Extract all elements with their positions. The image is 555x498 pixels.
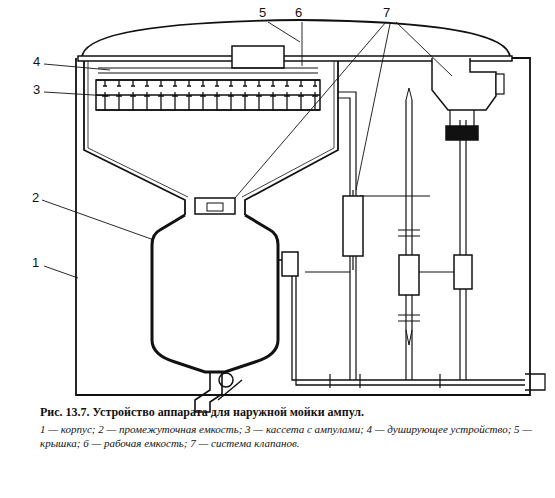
ampoule-cassette — [96, 80, 320, 110]
valve — [343, 196, 363, 256]
shower-pipe — [98, 68, 318, 73]
lid-handle — [232, 46, 284, 68]
drain-valve — [219, 373, 233, 387]
callout-number: 7 — [383, 5, 390, 20]
working-tank — [84, 61, 338, 215]
housing — [76, 58, 530, 395]
intermediate-tank — [152, 215, 278, 372]
filter — [195, 198, 235, 214]
callout-number: 1 — [32, 255, 39, 270]
callout-number: 2 — [32, 190, 39, 205]
valve — [399, 255, 419, 295]
working-tank-inner — [88, 61, 334, 197]
callout-number: 5 — [259, 5, 266, 20]
valve — [454, 255, 472, 289]
parts-list: 1 — корпус; 2 — промежуточная емкость; 3… — [40, 423, 545, 451]
valve-pipes — [305, 92, 466, 388]
callout-number: 3 — [33, 82, 40, 97]
callout-number: 6 — [295, 5, 302, 20]
lid — [82, 20, 510, 58]
figure-caption: Рис. 13.7. Устройство аппарата для наруж… — [40, 405, 545, 420]
leader-lines — [42, 22, 452, 278]
callout-number: 4 — [33, 54, 40, 69]
